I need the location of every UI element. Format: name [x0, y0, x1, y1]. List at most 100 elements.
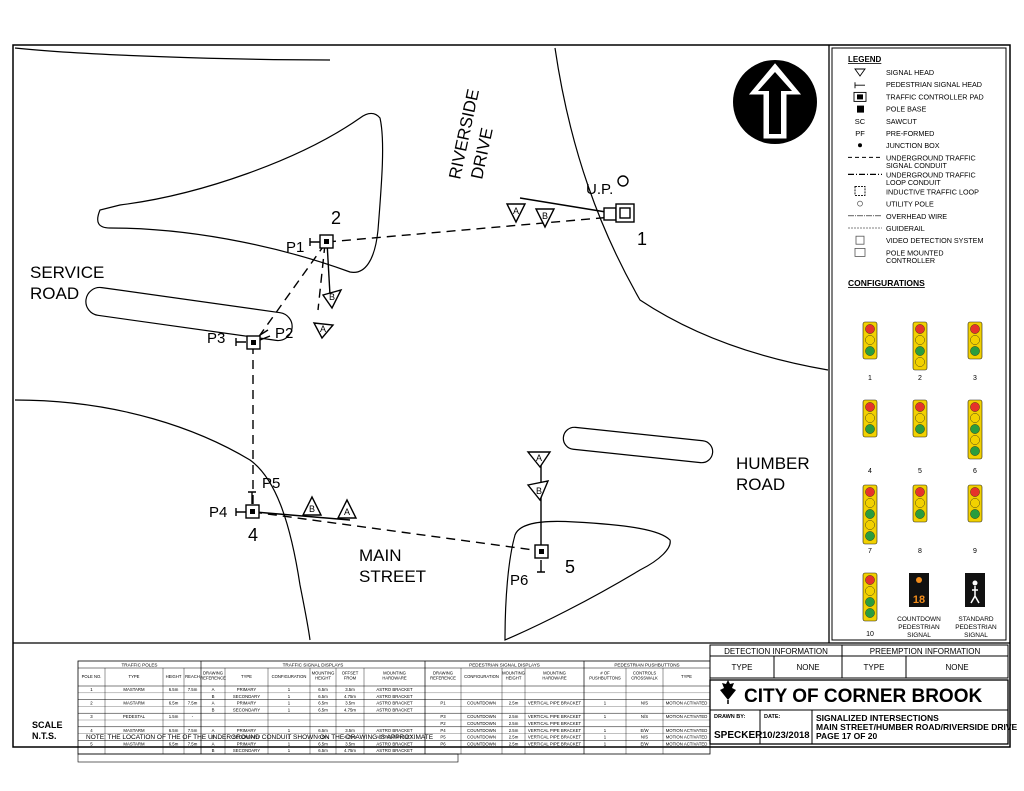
table-cell: 3.5m: [345, 728, 355, 733]
table-cell: ASTRO BRACKET: [376, 741, 413, 746]
detection-type-label: TYPE: [732, 663, 753, 672]
signal-lamp: [865, 531, 875, 541]
table-cell: MASTARM: [123, 687, 145, 692]
config-label: STANDARD: [958, 616, 994, 623]
legend-symbol: [854, 68, 866, 77]
signal-lamp: [865, 487, 875, 497]
legend-label: GUIDERAIL: [886, 224, 925, 233]
controller: [619, 207, 631, 219]
signal-lamp: [915, 509, 925, 519]
road-edge: [14, 399, 311, 641]
table-cell: P3: [440, 714, 446, 719]
config-label: PEDESTRIAN: [898, 624, 940, 631]
legend-label: TRAFFIC CONTROLLER PAD: [886, 92, 984, 101]
table-cell: 5: [90, 741, 93, 746]
table-cell: 6.5m: [169, 728, 179, 733]
pole-label: P5: [262, 475, 280, 492]
table-cell: 2: [90, 701, 93, 706]
config-number: 7: [868, 548, 872, 555]
table-cell: 2.5m: [509, 728, 519, 733]
table-cell: 1.5m: [169, 714, 179, 719]
legend-label: SIGNAL HEAD: [886, 68, 934, 77]
table-group-header: TRAFFIC SIGNAL DISPLAYS: [283, 663, 344, 668]
table-cell: E/W: [640, 728, 649, 733]
table-cell: B: [212, 748, 215, 753]
date-value: 10/23/2018: [762, 730, 810, 741]
pole-bases: [245, 175, 635, 559]
head-label: B: [542, 211, 548, 221]
table-cell: E/W: [640, 741, 649, 746]
table-cell: ASTRO BRACKET: [376, 728, 413, 733]
detection-title: DETECTION INFORMATION: [724, 647, 828, 656]
table-cell: MOTION ACTIVATED: [666, 714, 708, 719]
table-cell: N/S: [641, 735, 648, 740]
signal-config: 5: [912, 399, 928, 475]
countdown-number: 18: [913, 594, 925, 606]
signal-config: 6: [967, 399, 983, 475]
table-header: TYPE: [241, 674, 252, 679]
signal-lamp: [915, 357, 925, 367]
head-label: A: [344, 507, 350, 517]
legend-symbol: [857, 105, 864, 113]
config-number: 5: [918, 468, 922, 475]
config-number: 8: [918, 548, 922, 555]
table-cell: 7.5m: [188, 701, 198, 706]
legend-symbol: [857, 200, 863, 207]
legend-symbol: [854, 82, 865, 89]
table-cell: 6.5m: [169, 687, 179, 692]
signal-lamp: [970, 324, 980, 334]
table-cell: P4: [440, 728, 446, 733]
signal-lamp: [865, 324, 875, 334]
signal-lamp: [865, 335, 875, 345]
head-label: B: [536, 486, 542, 496]
table-cell: PEDESTAL: [123, 714, 146, 719]
table-cell: 4.75m: [344, 707, 356, 712]
detection-preemption: [709, 644, 1009, 679]
table-cell: COUNTDOWN: [467, 728, 496, 733]
underground-conduit: [252, 216, 613, 552]
preemption-type-value: NONE: [945, 663, 968, 672]
legend-label: JUNCTION BOX: [886, 141, 940, 150]
signal-lamp: [865, 509, 875, 519]
signal-lamp: [970, 424, 980, 434]
table-cell: PRIMARY: [237, 687, 257, 692]
table-cell: 1: [604, 714, 607, 719]
table-cell: 6.5m: [318, 694, 328, 699]
legend-label: UNDERGROUND TRAFFIC: [886, 170, 976, 179]
signal-lamp: [865, 586, 875, 596]
table-cell: 1: [288, 741, 291, 746]
table-cell: COUNTDOWN: [467, 735, 496, 740]
legend-label: SAWCUT: [886, 117, 917, 126]
table-cell: 2.5m: [509, 741, 519, 746]
table-cell: ASTRO BRACKET: [376, 687, 413, 692]
table-cell: ASTRO BRACKET: [376, 694, 413, 699]
drawn-by-value: SPECKER: [714, 730, 763, 741]
table-cell: 1: [288, 735, 291, 740]
table-cell: 6.5m: [318, 707, 328, 712]
table-cell: A: [212, 687, 215, 692]
table-cell: 7.5m: [188, 741, 198, 746]
pole-label: P3: [207, 330, 225, 347]
signal-lamp: [865, 597, 875, 607]
table-cell: N/S: [641, 701, 648, 706]
signal-lamp: [865, 575, 875, 585]
table-cell: 1: [288, 687, 291, 692]
head-label: B: [329, 292, 335, 302]
sheet-border: [12, 44, 1011, 748]
legend-label: PRE-FORMED: [886, 129, 934, 138]
signal-head: [505, 203, 527, 224]
table-cell: 6.5m: [318, 735, 328, 740]
table-cell: PRIMARY: [237, 728, 257, 733]
table-cell: 7.5m: [188, 728, 198, 733]
legend-symbol: [853, 91, 867, 102]
table-cell: A: [212, 701, 215, 706]
head-label: A: [320, 324, 326, 334]
table-header: TYPE: [129, 674, 140, 679]
north-arrow: [733, 60, 817, 144]
table-cell: 6.5m: [318, 701, 328, 706]
